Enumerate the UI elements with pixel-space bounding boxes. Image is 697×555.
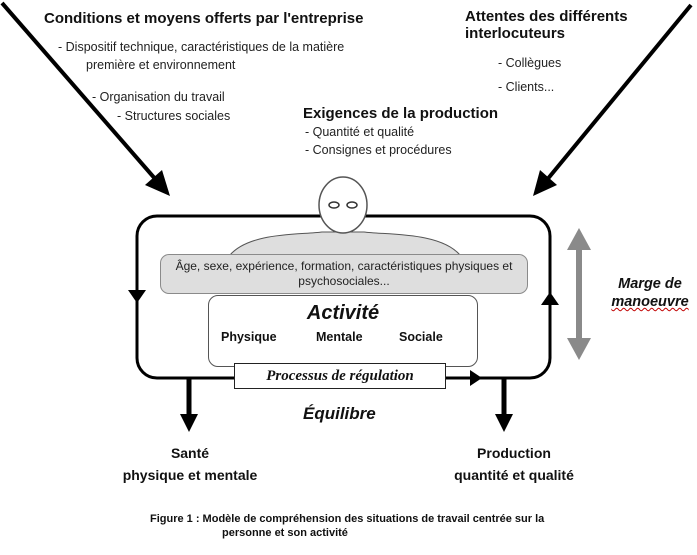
loop-arrow-left-down (128, 290, 146, 303)
exigences-item-quantite: - Quantité et qualité (305, 125, 415, 139)
activity-title: Activité (306, 302, 380, 324)
conditions-item-structures: - Structures sociales (117, 109, 231, 123)
arrow-attentes (533, 3, 693, 196)
equilibre-label: Équilibre (303, 404, 376, 423)
person-characteristics-box: Âge, sexe, expérience, formation, caract… (160, 254, 528, 294)
figure-caption-line2: personne et son activité (222, 527, 348, 539)
exigences-item-consignes: - Consignes et procédures (305, 143, 452, 157)
outcome-sante: Santé physique et mentale (100, 442, 280, 486)
regulation-process-box: Processus de régulation (234, 363, 446, 389)
activity-sociale: Sociale (399, 330, 443, 344)
conditions-item-technical-cont: première et environnement (86, 58, 236, 72)
arrow-production (495, 378, 513, 432)
loop-arrow-bottom (470, 370, 482, 386)
marge-label-line1: Marge de (618, 276, 682, 292)
activity-mentale: Mentale (316, 330, 363, 344)
figure-caption-line1: Figure 1 : Modèle de compréhension des s… (150, 513, 545, 525)
attentes-title: Attentes des différents interlocuteurs (465, 8, 628, 42)
person-figure (228, 176, 462, 256)
arrow-sante (180, 378, 198, 432)
activity-box: Activité Physique Mentale Sociale (208, 295, 478, 367)
loop-arrow-right-up (541, 292, 559, 305)
outcome-production-detail: quantité et qualité (454, 467, 574, 483)
outcome-production-title: Production (477, 445, 551, 461)
marge-label-line2: manoeuvre (611, 294, 689, 310)
attentes-item-collegues: - Collègues (498, 56, 562, 70)
activity-physique: Physique (221, 330, 277, 344)
figure-caption: Figure 1 : Modèle de compréhension des s… (150, 512, 630, 540)
conditions-item-technical: - Dispositif technique, caractéristiques… (58, 40, 345, 54)
outcome-sante-title: Santé (170, 445, 210, 461)
marge-double-arrow (567, 228, 591, 360)
outcome-sante-detail: physique et mentale (122, 467, 258, 483)
conditions-title: Conditions et moyens offerts par l'entre… (44, 10, 364, 27)
marge-label: Marge de manoeuvre (605, 275, 695, 311)
exigences-title: Exigences de la production (303, 105, 499, 122)
conditions-item-organisation: - Organisation du travail (92, 90, 225, 104)
attentes-item-clients: - Clients... (498, 80, 555, 94)
arrow-conditions (0, 1, 170, 196)
outcome-production: Production quantité et qualité (424, 442, 604, 486)
